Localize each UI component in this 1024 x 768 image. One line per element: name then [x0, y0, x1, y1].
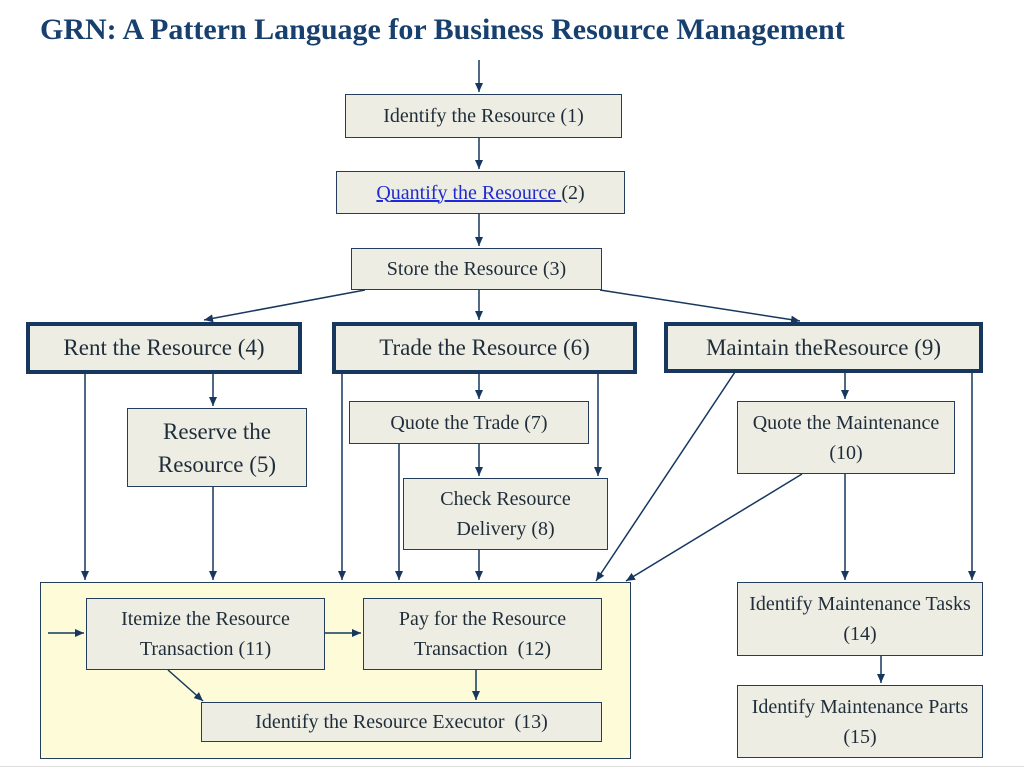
edge-n10-group	[625, 473, 803, 582]
node-label: Trade the Resource (6)	[379, 335, 590, 360]
node-trade-resource: Trade the Resource (6)	[332, 322, 637, 374]
node-quantify-resource: Quantify the Resource (2)	[336, 171, 625, 214]
node-label: Quote the Maintenance (10)	[752, 411, 940, 464]
node-reserve-resource: Reserve the Resource (5)	[127, 408, 307, 487]
node-label: Identify the Resource Executor (13)	[255, 711, 548, 733]
node-label: Identify Maintenance Tasks (14)	[749, 593, 971, 645]
node-quote-maintenance: Quote the Maintenance (10)	[737, 401, 955, 474]
quantify-resource-link[interactable]: Quantify the Resource	[376, 181, 562, 204]
edge-n11-n13	[167, 669, 204, 702]
bottom-divider	[0, 766, 1024, 767]
edge-n3-n4	[203, 289, 366, 323]
node-identify-resource: Identify the Resource (1)	[345, 94, 622, 138]
node-identify-executor: Identify the Resource Executor (13)	[201, 702, 602, 742]
node-quote-trade: Quote the Trade (7)	[349, 401, 589, 444]
node-label: Itemize the Resource Transaction (11)	[121, 608, 290, 660]
node-label: Identify Maintenance Parts (15)	[751, 695, 969, 748]
node-maintenance-tasks: Identify Maintenance Tasks (14)	[737, 582, 983, 656]
edge-n3-n9	[599, 289, 801, 324]
node-maintain-resource: Maintain theResource (9)	[664, 322, 983, 373]
node-label: Store the Resource (3)	[386, 258, 567, 280]
node-label: Check Resource Delivery (8)	[440, 488, 571, 540]
node-label: Reserve the Resource (5)	[157, 418, 277, 477]
page-title: GRN: A Pattern Language for Business Res…	[40, 13, 845, 46]
node-label: Pay for the Resource Transaction (12)	[398, 608, 571, 660]
node-store-resource: Store the Resource (3)	[351, 248, 602, 290]
node-check-delivery: Check Resource Delivery (8)	[403, 478, 608, 550]
node-label: Maintain theResource (9)	[705, 334, 942, 360]
node-rent-resource: Rent the Resource (4)	[26, 322, 302, 374]
node-label: Rent the Resource (4)	[63, 335, 265, 360]
node-itemize-transaction: Itemize the Resource Transaction (11)	[86, 598, 325, 670]
node-label: (2)	[561, 181, 585, 204]
node-label: Quote the Trade (7)	[390, 411, 548, 434]
edge-n9-group	[595, 371, 736, 582]
node-pay-transaction: Pay for the Resource Transaction (12)	[363, 598, 602, 670]
node-label: Identify the Resource (1)	[383, 105, 584, 127]
node-maintenance-parts: Identify Maintenance Parts (15)	[737, 685, 983, 758]
